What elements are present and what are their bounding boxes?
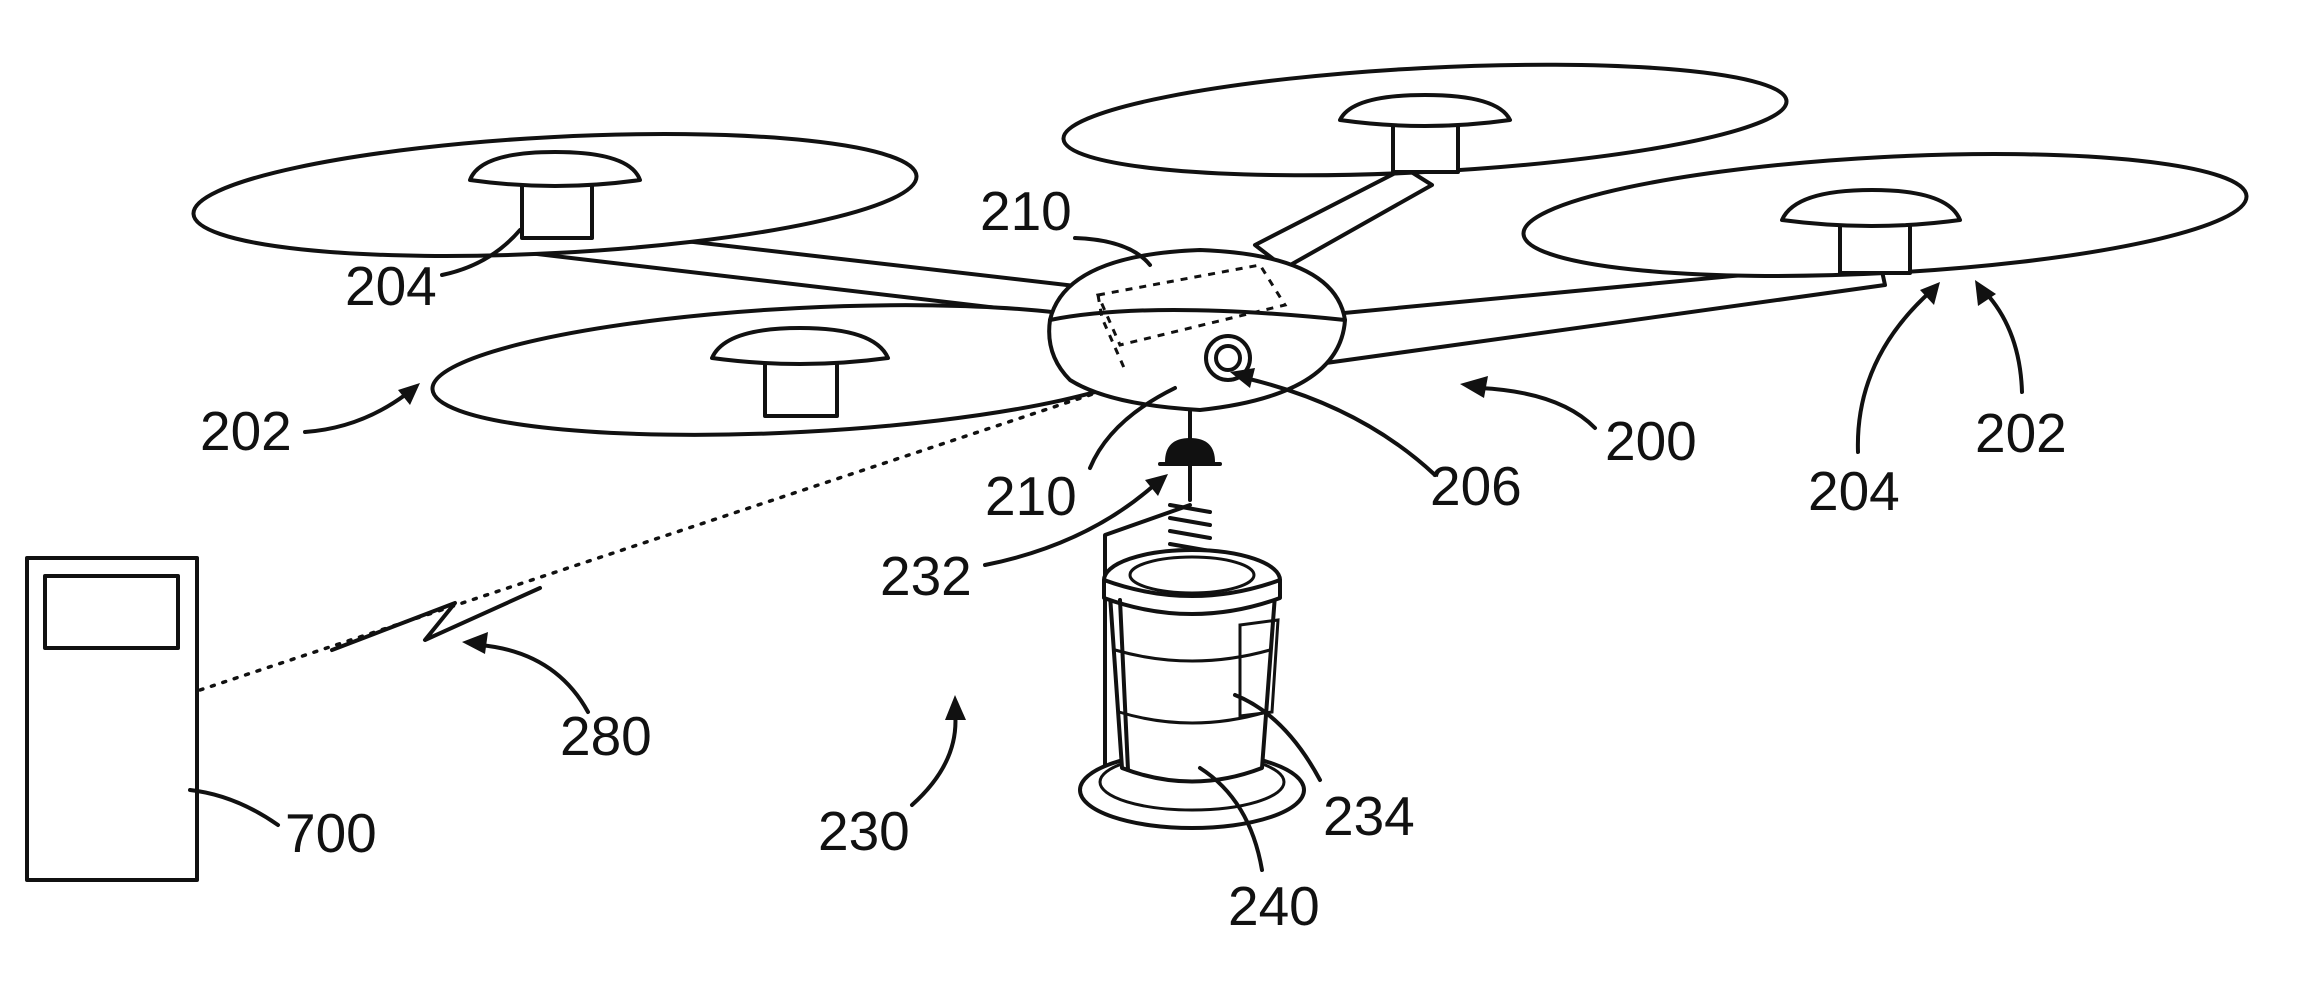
- label-234: 234: [1323, 785, 1415, 847]
- leader-204-right: [1858, 292, 1930, 452]
- label-230: 230: [818, 800, 910, 862]
- leader-700: [190, 790, 278, 825]
- label-202-right: 202: [1975, 402, 2067, 464]
- label-232: 232: [880, 545, 972, 607]
- label-240: 240: [1228, 875, 1320, 937]
- arrow-232: [1145, 474, 1168, 496]
- rotor-back-right: [1061, 49, 1789, 191]
- lightning-bolt-icon: [332, 588, 540, 650]
- arrow-202-left: [398, 383, 420, 405]
- arrow-230: [945, 695, 966, 720]
- camera-lens-icon: [1216, 346, 1240, 370]
- leader-200: [1480, 388, 1595, 428]
- device-screen: [45, 576, 178, 648]
- rotor-back-left: [190, 118, 919, 272]
- leader-202-left: [305, 395, 405, 432]
- leader-202-right: [1985, 292, 2022, 392]
- label-200: 200: [1605, 410, 1697, 472]
- hub-body: [1049, 250, 1345, 410]
- label-280: 280: [560, 705, 652, 767]
- connector-dome: [1165, 438, 1215, 462]
- label-700: 700: [285, 802, 377, 864]
- remote-device: [27, 558, 197, 880]
- motor-housing: [522, 180, 592, 238]
- arm-back-right: [1255, 168, 1432, 268]
- label-206: 206: [1430, 455, 1522, 517]
- label-202-left: 202: [200, 400, 292, 462]
- label-210-top: 210: [980, 180, 1072, 242]
- payload-assembly: [1080, 410, 1304, 828]
- leader-230: [912, 712, 955, 805]
- arrow-200: [1460, 376, 1488, 398]
- label-204-left: 204: [345, 255, 437, 317]
- arrow-204-right: [1920, 282, 1940, 305]
- label-210-bottom: 210: [985, 465, 1077, 527]
- motor-housing: [765, 358, 837, 416]
- label-204-right: 204: [1808, 460, 1900, 522]
- arrow-280: [462, 632, 488, 654]
- rotor-right: [1520, 138, 2249, 292]
- drone-hub: [1049, 250, 1345, 410]
- leader-280: [480, 645, 588, 712]
